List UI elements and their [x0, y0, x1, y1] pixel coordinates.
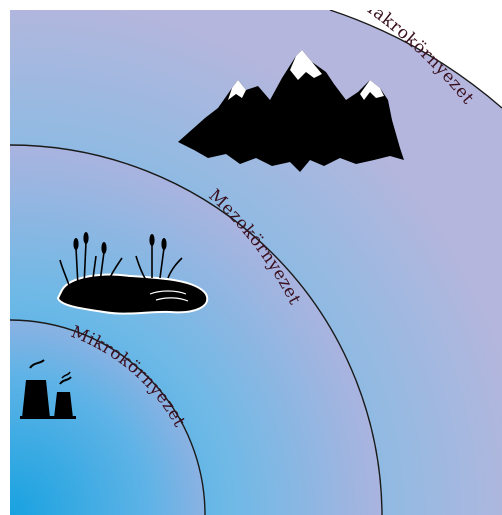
factory-icon — [20, 359, 76, 419]
mountains-icon — [178, 50, 404, 172]
pond-icon — [56, 232, 209, 315]
micro-zone — [9, 319, 206, 515]
